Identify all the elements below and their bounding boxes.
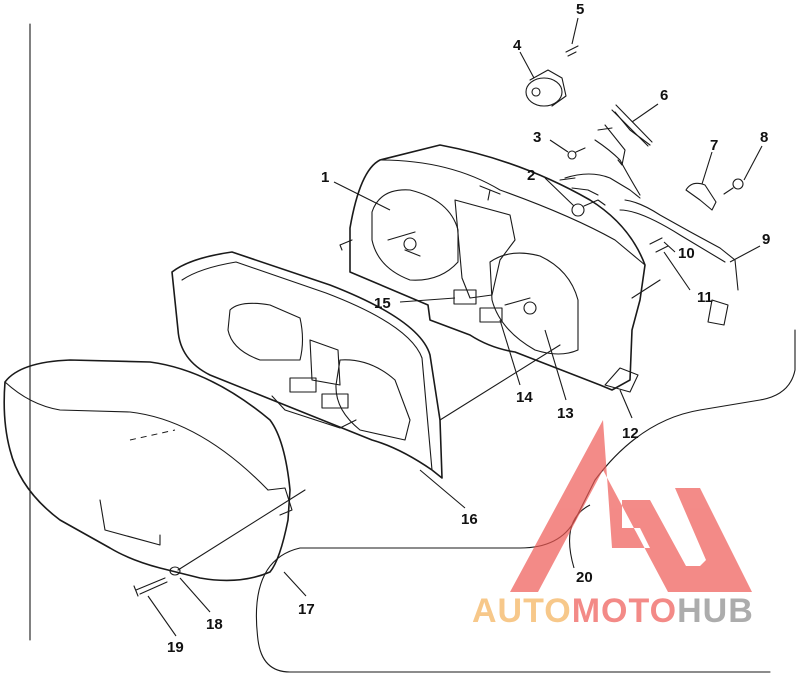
bezel-16 [171, 251, 443, 479]
callout-16: 16 [461, 511, 478, 528]
screw-11 [655, 245, 669, 253]
callout-8: 8 [760, 129, 768, 146]
callout-19: 19 [167, 639, 184, 656]
callout-18: 18 [206, 616, 223, 633]
screw-10 [649, 237, 663, 245]
logo-triangle-mark [510, 420, 752, 592]
bulb-socket-2 [571, 199, 606, 217]
logo-part-hub: HUB [677, 592, 754, 630]
screw-5 [565, 45, 579, 57]
callout-6: 6 [660, 87, 668, 104]
logo-part-auto: AUTO [472, 592, 572, 630]
callout-10: 10 [678, 245, 695, 262]
instrument-housing-1 [339, 144, 646, 393]
callout-13: 13 [557, 405, 574, 422]
assembly-axis-line [177, 279, 661, 571]
leader-lines [147, 17, 763, 637]
sensor-4 [525, 69, 567, 107]
callout-5: 5 [576, 1, 584, 18]
callout-17: 17 [298, 601, 315, 618]
logo-part-moto: MOTO [572, 592, 677, 630]
callout-9: 9 [762, 231, 770, 248]
callout-14: 14 [516, 389, 533, 406]
bolt-8 [723, 178, 744, 195]
bulb-socket-3 [567, 147, 586, 160]
automotohub-logo: AUTOMOTOHUB [472, 420, 754, 630]
logo-wordmark: AUTOMOTOHUB [472, 592, 754, 630]
callout-12: 12 [622, 425, 639, 442]
callout-1: 1 [321, 169, 329, 186]
bracket-7 [685, 182, 717, 211]
callout-15: 15 [374, 295, 391, 312]
callout-20: 20 [576, 569, 593, 586]
callout-11: 11 [697, 289, 713, 306]
callout-labels: 1 2 3 4 5 6 7 8 9 10 11 12 13 14 15 16 1… [167, 1, 770, 656]
outer-cover-17 [3, 359, 293, 582]
callout-2: 2 [527, 167, 535, 184]
callout-7: 7 [710, 137, 718, 154]
screw-19 [133, 577, 168, 597]
washer-18 [169, 566, 181, 576]
rod-6 [611, 104, 653, 147]
wiring-harness [559, 111, 739, 326]
callout-3: 3 [533, 129, 541, 146]
callout-4: 4 [513, 37, 522, 54]
